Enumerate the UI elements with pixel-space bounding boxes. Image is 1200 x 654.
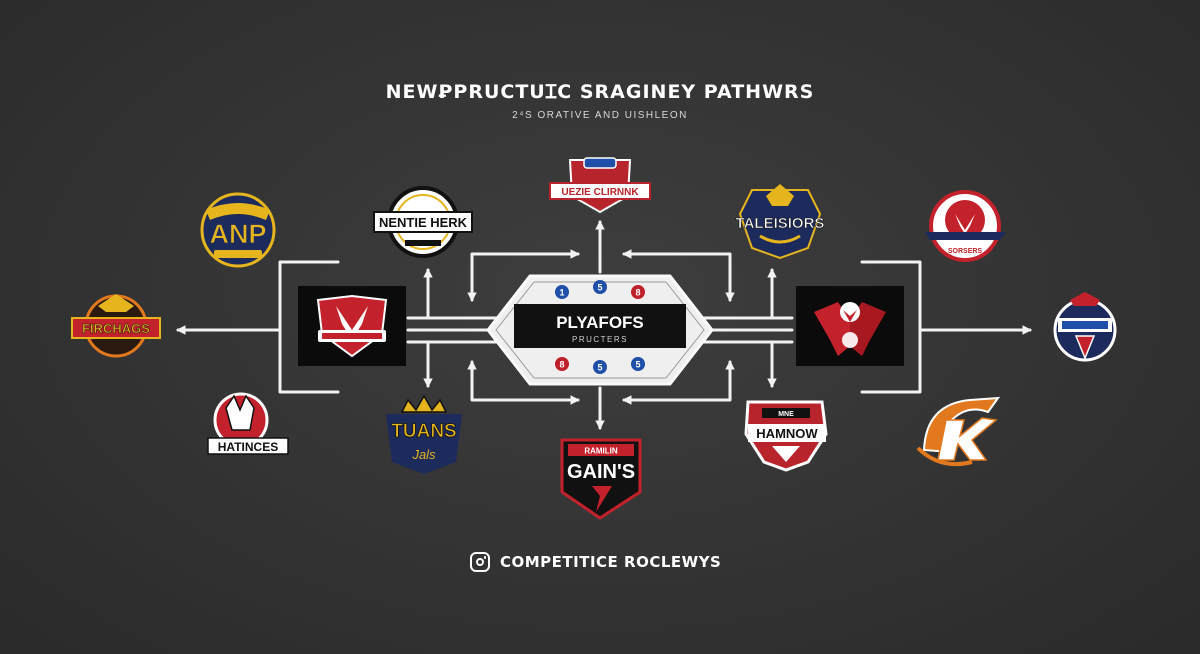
svg-text:HATINCES: HATINCES: [218, 440, 278, 454]
elbow-upper-right: [622, 249, 735, 302]
team-logo-taleisiors: TALEISIORS: [735, 184, 825, 260]
svg-text:NENTIE HERK: NENTIE HERK: [379, 215, 468, 230]
svg-text:GAIN'S: GAIN'S: [567, 461, 635, 483]
team-logo-nentie-herk: NENTIE HERK: [373, 186, 473, 258]
team-logo-anp: ANP: [200, 192, 276, 268]
svg-text:5: 5: [597, 283, 602, 293]
instagram-icon: [470, 552, 490, 572]
svg-text:TUANS: TUANS: [391, 421, 456, 442]
right-semifinal-box: [796, 286, 904, 366]
svg-text:TALEISIORS: TALEISIORS: [736, 215, 825, 232]
elbow-lower-left: [467, 360, 580, 405]
svg-text:FIRCHAGS: FIRCHAGS: [82, 321, 150, 336]
winged-crest-icon: [814, 302, 886, 356]
center-playoffs-node: PLYAFOFS PRUCTERS 1 5 8 8 5 5: [486, 274, 714, 386]
team-logo-hatinces: HATINCES: [207, 392, 289, 455]
team-logo-hamnow: MNE HAMNOW: [744, 400, 828, 472]
center-subtitle: PRUCTERS: [572, 335, 628, 344]
svg-text:1: 1: [559, 288, 564, 298]
page-title: NEWꝐPRUCTUꞮC SRAGINEY PATHWRS: [385, 81, 815, 103]
team-logo-right-end: [1053, 292, 1117, 362]
center-badge: 5: [631, 357, 645, 371]
svg-text:5: 5: [597, 363, 602, 373]
red-wolf-crest-icon: [316, 294, 388, 358]
team-logo-tuans: TUANS Jals: [386, 394, 462, 474]
elbow-upper-left: [467, 249, 580, 302]
center-badge: 5: [593, 280, 607, 294]
center-badge: 5: [593, 360, 607, 374]
team-logo-orange-k: [916, 396, 1001, 467]
connector-left-bracket: [278, 260, 340, 394]
team-logo-sorsers: SORSERS: [925, 190, 1006, 262]
svg-text:ANP: ANP: [209, 219, 266, 249]
center-title: PLYAFOFS: [556, 313, 644, 332]
svg-text:RAMILIN: RAMILIN: [584, 447, 618, 456]
footer-text: COMPETITICE ROCLEWYS: [500, 553, 722, 571]
svg-text:5: 5: [635, 360, 640, 370]
svg-text:MNE: MNE: [778, 411, 794, 418]
team-logo-gains: RAMILIN GAIN'S: [560, 438, 642, 520]
center-badge: 1: [555, 285, 569, 299]
svg-text:8: 8: [635, 288, 640, 298]
elbow-lower-right: [622, 360, 735, 405]
svg-text:SORSERS: SORSERS: [948, 248, 983, 255]
center-badge: 8: [555, 357, 569, 371]
left-semifinal-box: [298, 286, 406, 366]
page-subtitle: 2⁴S ORATIVE AND UISHLEON: [512, 110, 688, 121]
center-badge: 8: [631, 285, 645, 299]
team-logo-top: UEZIE CLIRNNK: [549, 157, 651, 214]
footer-social[interactable]: COMPETITICE ROCLEWYS: [470, 549, 721, 575]
connector-right-bracket: [860, 260, 922, 394]
svg-text:8: 8: [559, 360, 564, 370]
connector-lines: [176, 220, 1032, 430]
svg-text:UEZIE CLIRNNK: UEZIE CLIRNNK: [561, 187, 639, 198]
team-logo-firehogs: FIRCHAGS: [71, 294, 161, 358]
svg-text:HAMNOW: HAMNOW: [756, 426, 818, 441]
svg-text:Jals: Jals: [411, 447, 436, 462]
